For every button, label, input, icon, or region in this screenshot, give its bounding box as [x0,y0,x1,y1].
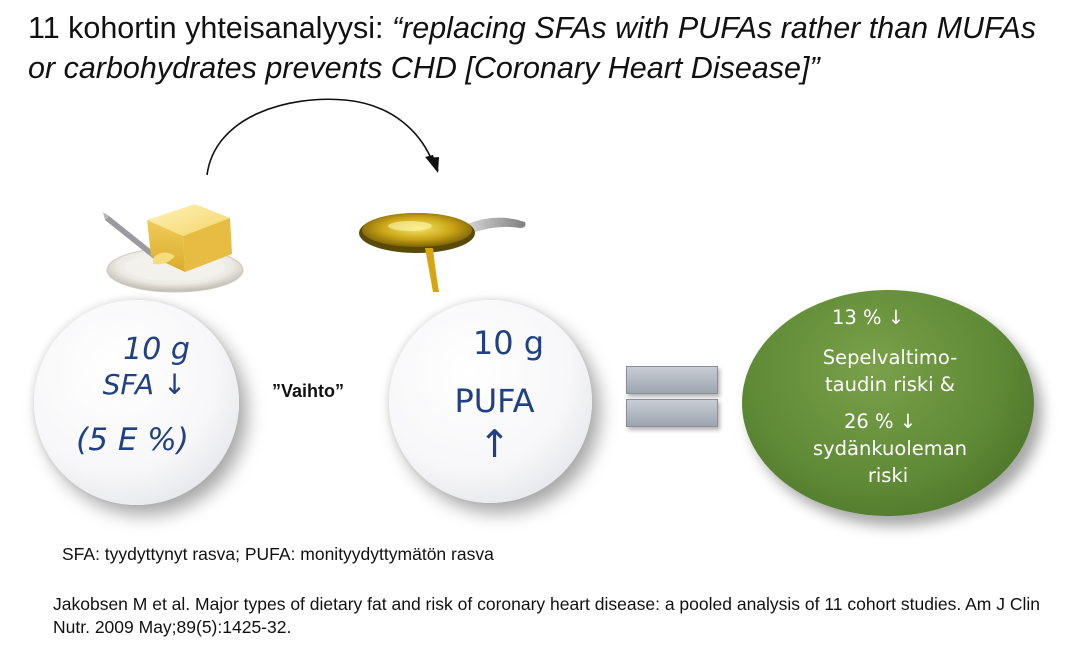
sfa-energy: (5 E %) [76,422,189,458]
pufa-amount: 10 g [472,324,545,362]
sfa-disc: 10 g SFA ↓ (5 E %) [34,300,239,505]
result-line-2: Sepelvaltimo- [822,346,958,369]
pufa-label: PUFA [454,382,535,420]
pufa-arrow: ↑ [478,422,511,466]
sfa-label: SFA ↓ [102,368,187,401]
result-line-4: 26 % ↓ [843,410,917,433]
result-ellipse: 13 % ↓ Sepelvaltimo- taudin riski & 26 %… [742,290,1034,516]
sfa-amount: 10 g [123,332,190,367]
abbreviation-footnote: SFA: tyydyttynyt rasva; PUFA: monityydyt… [62,544,494,564]
pufa-disc: 10 g PUFA ↑ [389,300,592,503]
curved-arrow-icon [206,98,439,176]
equals-bar-bottom [626,399,718,427]
citation-reference: Jakobsen M et al. Major types of dietary… [53,594,1040,637]
result-line-5: sydänkuoleman [812,437,968,460]
result-line-1: 13 % ↓ [831,306,905,329]
equals-bar-top [626,366,718,394]
result-line-3: taudin riski & [824,373,956,396]
title-prefix: 11 kohortin yhteisanalyysi: [28,11,392,45]
butter-plate-icon [103,204,244,293]
result-line-6: riski [867,464,909,487]
title-quote: “replacing SFAs with PUFAs rather than M… [28,11,1037,85]
page-title: 11 kohortin yhteisanalyysi: “replacing S… [28,8,1068,88]
swap-label: ”Vaihto” [272,381,345,401]
oil-spoon-icon [359,213,526,292]
